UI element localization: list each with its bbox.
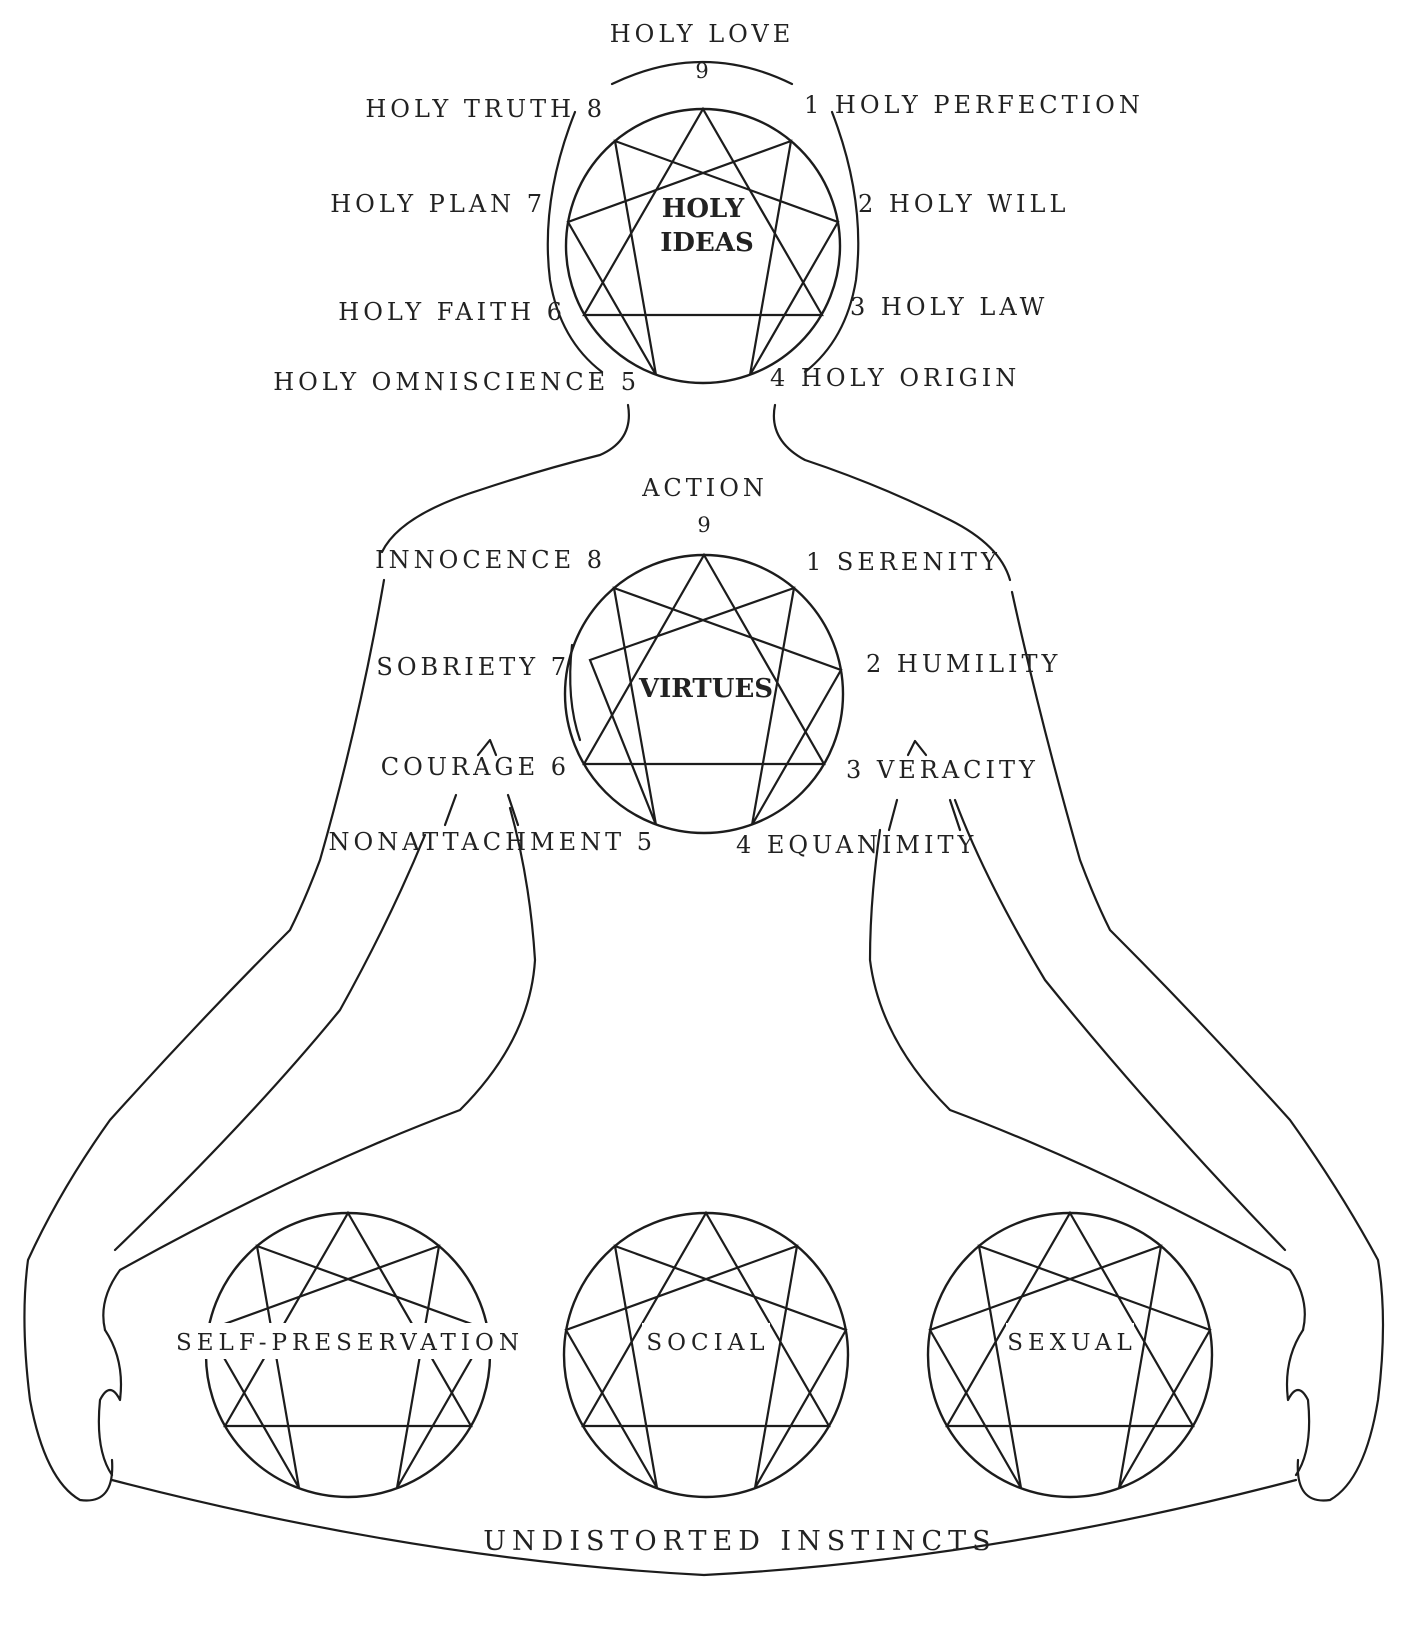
neck-left [382,405,629,552]
social-enneagram: SOCIAL [564,1213,848,1497]
self-preservation-triangle [225,1213,471,1426]
right-elbow-caret [908,741,926,755]
holy-ideas-labels: HOLY LOVE 9 1 HOLY PERFECTION HOLY TRUTH… [273,20,1144,396]
left-forearm-top [103,808,535,1330]
humility-label: 2 HUMILITY [866,650,1061,678]
holy-law-label: 3 HOLY LAW [850,293,1048,321]
sobriety-label: SOBRIETY 7 [376,653,570,681]
holy-ideas-point-9: 9 [695,59,708,83]
right-arm-seg [889,800,897,830]
self-preservation-label: SELF-PRESERVATION [176,1330,524,1356]
holy-omniscience-label: HOLY OMNISCIENCE 5 [273,368,640,396]
holy-ideas-center-line2: IDEAS [660,228,753,258]
equanimity-label: 4 EQUANIMITY [736,831,977,859]
sexual-triangle [947,1213,1193,1426]
courage-label: COURAGE 6 [381,753,570,781]
left-arm-outer [24,580,384,1501]
action-label: ACTION [641,474,768,502]
social-triangle [583,1213,829,1426]
virtues-center-label: VIRTUES [638,674,773,704]
nonattachment-label: NONATTACHMENT 5 [329,828,656,856]
holy-truth-label: HOLY TRUTH 8 [365,95,606,123]
holy-perfection-label: 1 HOLY PERFECTION [804,91,1144,119]
left-arm-seg [445,795,456,825]
social-label: SOCIAL [646,1330,769,1356]
holy-plan-label: HOLY PLAN 7 [330,190,546,218]
sexual-label: SEXUAL [1007,1330,1136,1356]
body-outline [24,405,1383,1575]
holy-faith-label: HOLY FAITH 6 [338,298,566,326]
holy-ideas-hexad [568,141,838,375]
virtues-arc-left [570,645,580,740]
veracity-label: 3 VERACITY [846,756,1039,784]
social-hexad [566,1246,846,1488]
left-arm-inner [115,835,425,1250]
holy-will-label: 2 HOLY WILL [858,190,1069,218]
right-arm-seg2 [950,800,960,830]
self-preservation-hexad [208,1246,488,1488]
holy-ideas-center-line1: HOLY [662,194,745,224]
right-arm-outer [1012,592,1383,1501]
self-preservation-enneagram: SELF-PRESERVATION [176,1213,524,1497]
innocence-label: INNOCENCE 8 [375,546,606,574]
right-forearm-top [870,830,1305,1330]
head-arc-left [548,112,602,372]
virtues-hexad [590,588,841,825]
holy-love-label: HOLY LOVE [610,20,795,48]
head-arc-right [805,112,858,372]
serenity-label: 1 SERENITY [806,548,1001,576]
undistorted-instincts-title: UNDISTORTED INSTINCTS [483,1526,996,1557]
right-hand [1287,1330,1309,1475]
sexual-enneagram: SEXUAL [928,1213,1212,1497]
sexual-hexad [930,1246,1210,1488]
left-hand [99,1330,121,1475]
holy-origin-label: 4 HOLY ORIGIN [770,364,1020,392]
virtues-point-9: 9 [697,513,710,537]
